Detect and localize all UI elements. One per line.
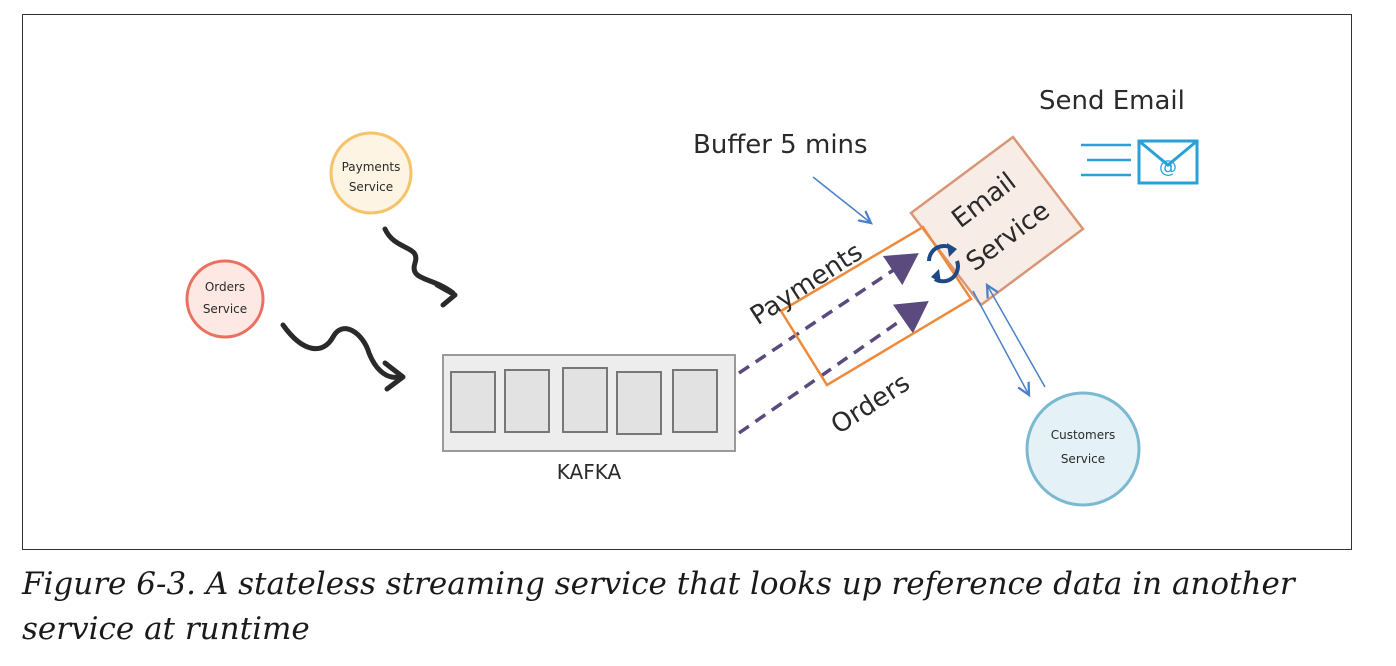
lookup-response-arrow [987,285,1046,388]
payments-service-line1: Payments [342,160,401,174]
buffer-pointer-arrow [812,176,871,223]
join-window-box [779,225,973,387]
orders-stream-arrow [738,301,929,435]
orders-to-kafka-arrow [280,322,406,392]
payments-service-line2: Service [349,180,393,194]
send-email-label: Send Email [1039,86,1185,116]
figure-caption: Figure 6-3. A stateless streaming servic… [22,566,1295,647]
orders-service-line2: Service [203,302,247,316]
customers-service-line1: Customers [1051,428,1116,442]
customers-service-node: Customers Service [1025,391,1141,507]
kafka-log: KAFKA [442,354,736,484]
diagram-frame: Payments Service Orders Service KAFKA [22,14,1352,550]
email-service-box: Email Service [909,135,1085,307]
buffer-label: Buffer 5 mins [693,130,868,160]
customers-service-line2: Service [1061,452,1105,466]
payments-stream-label: Payments [745,237,868,332]
payments-stream-arrow [738,253,919,375]
email-at-icon: @ [1081,139,1199,185]
svg-text:@: @ [1159,157,1177,178]
kafka-label: KAFKA [557,460,622,484]
payments-to-kafka-arrow [382,226,458,308]
orders-service-node: Orders Service [185,259,265,339]
refresh-cycle-icon [927,243,960,284]
architecture-diagram: Payments Service Orders Service KAFKA [185,86,1199,507]
lookup-request-arrow [972,290,1029,395]
payments-service-node: Payments Service [329,131,413,215]
orders-service-line1: Orders [205,280,245,294]
